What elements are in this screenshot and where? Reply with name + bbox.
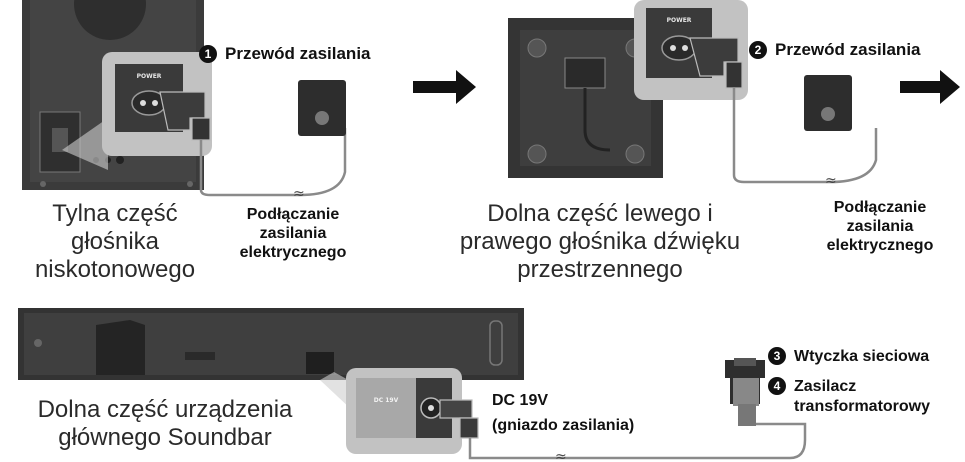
wall-outlet-2 bbox=[804, 75, 852, 131]
step-3-badge: 3 bbox=[768, 347, 786, 365]
outlet-caption-1-line-3: elektrycznego bbox=[239, 244, 347, 261]
power-cable-label-1: Przewód zasilania bbox=[225, 44, 371, 63]
outlet-caption-2-line-2: zasilania bbox=[846, 218, 914, 235]
svg-text:≈: ≈ bbox=[293, 186, 305, 202]
next-arrow-1 bbox=[413, 70, 476, 104]
soundbar-bottom-illustration bbox=[18, 308, 524, 380]
surround-caption-line-1: Dolna część lewego i bbox=[487, 200, 713, 227]
surround-speaker-bottom-illustration bbox=[508, 18, 663, 178]
surround-caption-line-3: przestrzennego bbox=[517, 256, 683, 283]
dc-cable bbox=[468, 408, 807, 460]
ac-plug-label: Wtyczka sieciowa bbox=[794, 348, 930, 365]
surround-power-zoom: POWER bbox=[634, 0, 748, 100]
soundbar-caption-line-2: głównego Soundbar bbox=[58, 424, 272, 451]
subwoofer-caption-line-2: głośnika bbox=[70, 228, 160, 255]
step-2-label: 2 Przewód zasilania bbox=[749, 40, 921, 60]
soundbar-caption: Dolna część urządzenia głównego Soundbar bbox=[0, 396, 330, 452]
power-port-label-1: POWER bbox=[137, 73, 162, 80]
surround-caption: Dolna część lewego i prawego głośnika dź… bbox=[430, 200, 770, 284]
next-arrow-2 bbox=[900, 70, 960, 104]
power-cable-label-2: Przewód zasilania bbox=[775, 40, 921, 59]
svg-text:≈: ≈ bbox=[825, 173, 837, 189]
step-1-label: 1 Przewód zasilania bbox=[199, 44, 371, 64]
step-4-label: 4 Zasilacz transformatorowy bbox=[768, 377, 930, 417]
subwoofer-caption-line-3: niskotonowego bbox=[34, 256, 196, 283]
wall-outlet-1 bbox=[298, 80, 346, 136]
soundbar-dc-zoom: DC 19V bbox=[320, 368, 479, 454]
subwoofer-caption-line-1: Tylna część bbox=[52, 200, 178, 227]
step-1-badge: 1 bbox=[199, 45, 217, 63]
power-cable-2 bbox=[732, 88, 878, 184]
dc-jack-label-line-2: (gniazdo zasilania) bbox=[492, 417, 635, 434]
surround-caption-line-2: prawego głośnika dźwięku bbox=[459, 228, 741, 255]
outlet-caption-2: Podłączanie zasilania elektrycznego bbox=[800, 198, 960, 255]
adapter-label-line-1: Zasilacz bbox=[794, 378, 857, 395]
outlet-caption-1-line-2: zasilania bbox=[259, 225, 327, 242]
dc-port-label: DC 19V bbox=[374, 397, 399, 404]
outlet-caption-1: Podłączanie zasilania elektrycznego bbox=[213, 205, 373, 262]
subwoofer-power-zoom: POWER bbox=[62, 52, 212, 170]
outlet-caption-2-line-3: elektrycznego bbox=[826, 237, 934, 254]
outlet-caption-2-line-1: Podłączanie bbox=[833, 199, 927, 216]
step-4-badge: 4 bbox=[768, 377, 786, 395]
outlet-caption-1-line-1: Podłączanie bbox=[246, 206, 340, 223]
adapter-label-line-2: transformatorowy bbox=[794, 398, 931, 415]
subwoofer-caption: Tylna część głośnika niskotonowego bbox=[0, 200, 230, 284]
dc-jack-label-line-1: DC 19V bbox=[492, 392, 549, 409]
svg-text:≈: ≈ bbox=[555, 449, 567, 462]
soundbar-caption-line-1: Dolna część urządzenia bbox=[37, 396, 293, 423]
dc-jack-label: DC 19V (gniazdo zasilania) bbox=[492, 388, 634, 438]
step-3-label: 3 Wtyczka sieciowa bbox=[768, 347, 929, 367]
power-port-label-2: POWER bbox=[667, 17, 692, 24]
power-cable-1 bbox=[199, 128, 347, 197]
step-2-badge: 2 bbox=[749, 41, 767, 59]
power-adapter bbox=[725, 358, 765, 426]
